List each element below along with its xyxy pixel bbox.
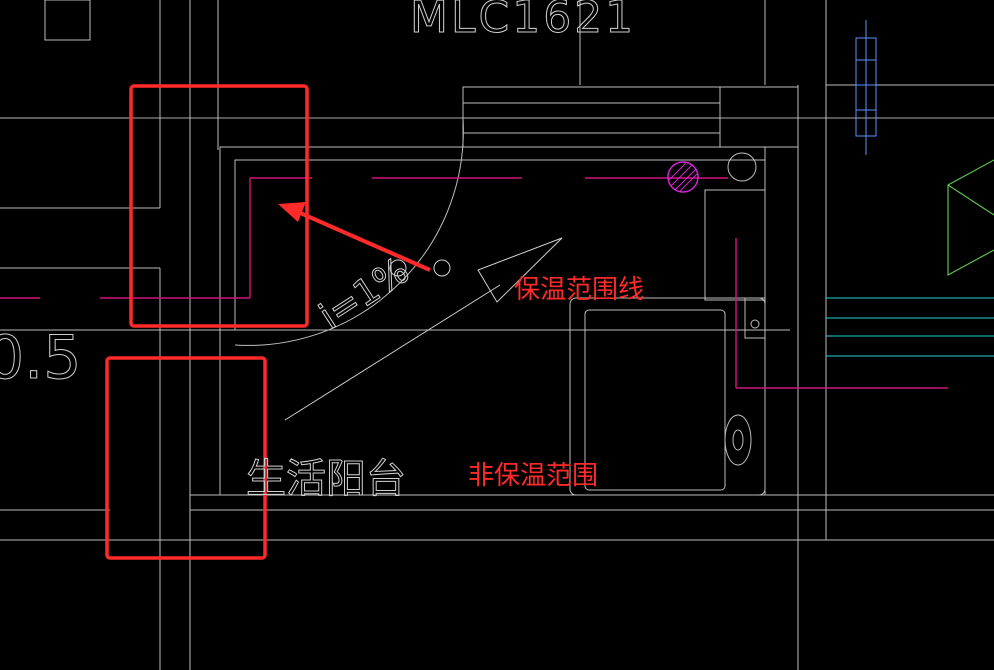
dimension-fragment: 0.5 bbox=[0, 323, 81, 393]
room-label: 生活阳台 bbox=[246, 456, 406, 502]
non-insulation-label: 非保温范围 bbox=[468, 461, 598, 491]
cyan-lines bbox=[826, 297, 994, 357]
floor-drain-icon bbox=[389, 259, 451, 277]
red-arrow bbox=[278, 202, 431, 272]
pipe-lines bbox=[0, 177, 948, 389]
leader-arrow bbox=[284, 237, 563, 421]
green-symbol bbox=[947, 159, 994, 277]
non-insulation-boundary-box bbox=[105, 356, 267, 560]
blue-symbol bbox=[855, 20, 877, 155]
window-label: MLC1621 bbox=[410, 0, 636, 43]
insulation-boundary-box bbox=[129, 84, 309, 328]
annotation-boxes bbox=[105, 84, 309, 560]
insulation-line-label: 保温范围线 bbox=[514, 275, 644, 305]
slope-label: i=1% bbox=[313, 250, 417, 337]
drain-hatch-icon bbox=[667, 161, 699, 193]
